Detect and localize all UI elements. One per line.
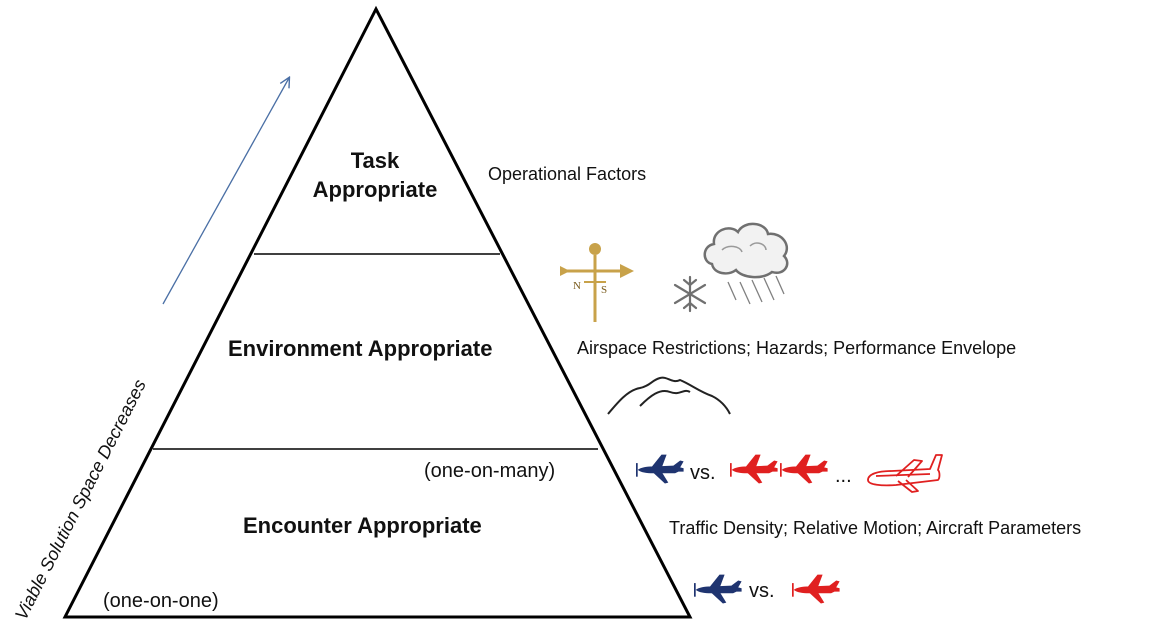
red-aircraft-icon (792, 574, 840, 604)
pyramid-outline (62, 5, 693, 619)
one-on-one-label: (one-on-one) (103, 590, 219, 612)
operational-factors-label: Operational Factors (488, 164, 647, 184)
solution-space-arrow (162, 78, 289, 305)
environment-factors-label: Airspace Restrictions; Hazards; Performa… (577, 338, 1017, 358)
task-tier-title-line1: Task (350, 148, 400, 173)
blue-aircraft-icon (694, 574, 742, 604)
mountains-icon (607, 376, 731, 415)
one-on-many-label: (one-on-many) (424, 460, 556, 482)
compass-south-letter: S (601, 284, 607, 296)
red-aircraft-icon (730, 454, 778, 484)
blue-aircraft-icon (636, 454, 684, 484)
storm-cloud-icon (703, 222, 789, 305)
encounter-tier-title: Encounter Appropriate (243, 513, 482, 538)
red-airliner-icon (867, 454, 943, 493)
versus-label-many: vs. (690, 462, 716, 484)
encounter-factors-label: Traffic Density; Relative Motion; Aircra… (669, 518, 1082, 538)
snowflake-icon (673, 275, 707, 313)
red-aircraft-icon (780, 454, 828, 484)
ellipsis-label: ... (835, 465, 852, 487)
task-tier-title-line2: Appropriate (312, 177, 438, 202)
compass-north-letter: N (573, 280, 581, 292)
environment-tier-title: Environment Appropriate (228, 336, 493, 361)
versus-label-one: vs. (749, 580, 775, 602)
weather-vane-icon (560, 243, 634, 322)
